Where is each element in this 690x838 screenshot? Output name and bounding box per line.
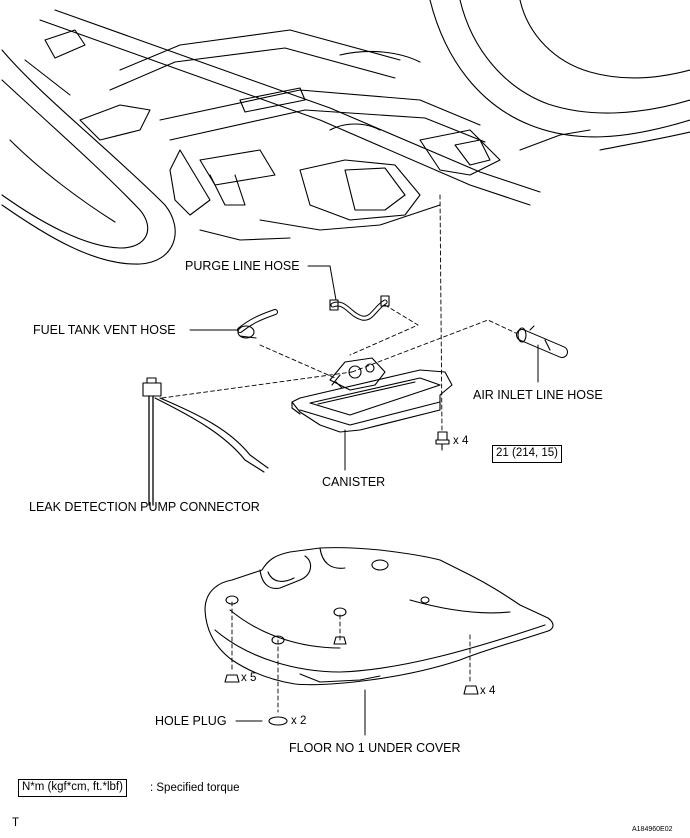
cover-left-bolt-quantity: x 5 <box>241 672 257 684</box>
label-fuel-tank-vent-hose: FUEL TANK VENT HOSE <box>33 323 176 337</box>
figure-id: A184960E02 <box>632 826 673 833</box>
label-floor-under-cover: FLOOR NO 1 UNDER COVER <box>289 741 461 755</box>
cover-fasteners <box>224 636 479 726</box>
fuel-tank-vent-hose-part <box>237 309 278 339</box>
hole-plug-quantity: x 2 <box>291 715 307 727</box>
label-leak-detection-pump-connector: LEAK DETECTION PUMP CONNECTOR <box>29 500 260 514</box>
air-inlet-line-hose-part <box>516 325 568 358</box>
right-tire <box>429 0 690 138</box>
cover-right-bolt-quantity: x 4 <box>480 685 496 697</box>
torque-legend-text: : Specified torque <box>150 782 240 794</box>
purge-line-hose-part <box>329 295 390 321</box>
label-leaders <box>152 265 539 736</box>
canister-bolt-quantity: x 4 <box>453 435 469 447</box>
label-canister: CANISTER <box>322 475 386 489</box>
vehicle-underbody <box>1 0 690 265</box>
torque-legend-units: N*m (kgf*cm, ft.*lbf) <box>18 779 127 797</box>
canister-bolt <box>435 431 450 451</box>
left-tire <box>1 49 176 265</box>
hole-plug-shape <box>268 716 288 726</box>
canister-bolt-torque: 21 (214, 15) <box>492 445 563 463</box>
frame-rail <box>39 19 531 206</box>
label-purge-line-hose: PURGE LINE HOSE <box>185 259 300 273</box>
corner-mark: T <box>12 817 20 829</box>
canister-part <box>291 357 453 433</box>
label-hole-plug: HOLE PLUG <box>155 714 227 728</box>
floor-under-cover-part <box>204 547 554 686</box>
label-air-inlet-line-hose: AIR INLET LINE HOSE <box>473 388 603 402</box>
leak-detection-connector-part <box>142 377 269 506</box>
